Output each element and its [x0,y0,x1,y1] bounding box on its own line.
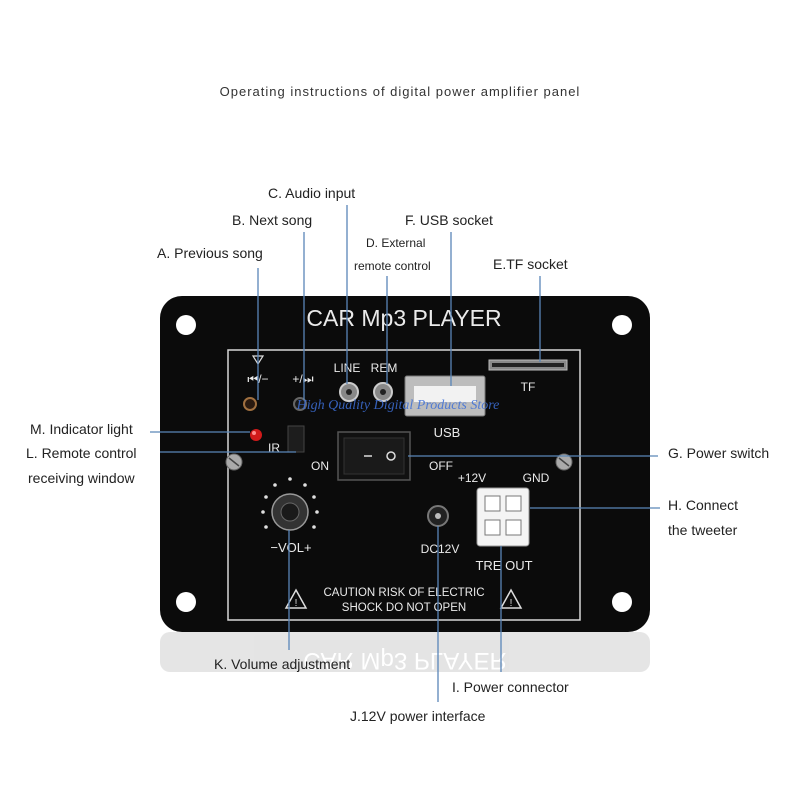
vol-label: −VOL+ [270,540,311,555]
caution-line-1: CAUTION RISK OF ELECTRIC [323,587,484,599]
gnd-label: GND [523,471,550,485]
tf-slot-opening [492,363,564,367]
label-connect-tweeter-1: H. Connect [668,497,739,513]
indicator-light [250,429,262,441]
label-external-remote-1: D. External [366,236,426,250]
on-label: ON [311,459,329,473]
label-connect-tweeter-2: the tweeter [668,522,738,538]
panel-inner-border [227,349,581,621]
connector-pin-3 [484,519,501,536]
panel-heading: CAR Mp3 PLAYER [306,305,501,331]
screw-left-slot [228,457,240,467]
mount-hole-top-right [612,315,632,335]
next-label: +/⏭ [292,372,313,386]
label-external-remote-2: remote control [354,259,431,273]
plus12v-label: +12V [458,471,486,485]
ir-label: IR [268,441,280,455]
ir-window [287,425,305,453]
connector-pin-2 [505,495,522,512]
switch-off-mark [386,451,396,461]
indicator-light-highlight [252,431,256,435]
mount-hole-bottom-left [176,592,196,612]
power-switch-rocker [343,437,405,475]
label-previous-song: A. Previous song [157,245,263,261]
prev-button[interactable] [243,397,257,411]
label-12v-interface: J.12V power interface [350,708,486,724]
treout-label: TRE OUT [475,558,532,573]
label-next-song: B. Next song [232,212,313,228]
label-remote-receiver-2: receiving window [28,470,135,486]
tf-label: TF [521,380,536,394]
connector-pin-4 [505,519,522,536]
usb-label: USB [434,425,461,440]
dc12v-label: DC12V [421,542,460,556]
label-power-connector: I. Power connector [452,679,569,695]
caution-line-2: SHOCK DO NOT OPEN [342,602,466,614]
mount-hole-bottom-right [612,592,632,612]
label-power-switch: G. Power switch [668,445,770,461]
warning-icon-right: ! [499,588,523,609]
warning-icon-left: ! [284,588,308,609]
rem-label: REM [371,361,398,375]
leader-lines [150,205,660,702]
rem-jack-hole [380,389,386,395]
label-audio-input: C. Audio input [268,185,356,201]
mount-hole-top-left [176,315,196,335]
svg-text:!: ! [295,598,298,609]
usb-socket-slot [414,386,476,402]
label-volume-adjustment: K. Volume adjustment [214,656,351,672]
line-jack-hole [346,389,352,395]
label-indicator-light: M. Indicator light [30,421,133,437]
volume-knob-center [280,502,300,522]
panel-reflection: CAR Mp3 PLAYER [160,632,650,674]
reflection-text: CAR Mp3 PLAYER [303,647,507,674]
label-tf-socket: E.TF socket [493,256,568,272]
watermark-text: High Quality Digital Products Store [296,398,500,413]
volume-dial-dots [261,477,319,529]
page-title: Operating instructions of digital power … [219,84,581,99]
next-button[interactable] [293,397,307,411]
connector-pin-1 [484,495,501,512]
label-usb-socket: F. USB socket [405,212,493,228]
off-label: OFF [429,459,453,473]
dc12v-jack-pin [435,513,441,519]
svg-text:!: ! [510,598,513,609]
label-remote-receiver-1: L. Remote control [26,445,137,461]
screw-right-slot [558,457,570,467]
